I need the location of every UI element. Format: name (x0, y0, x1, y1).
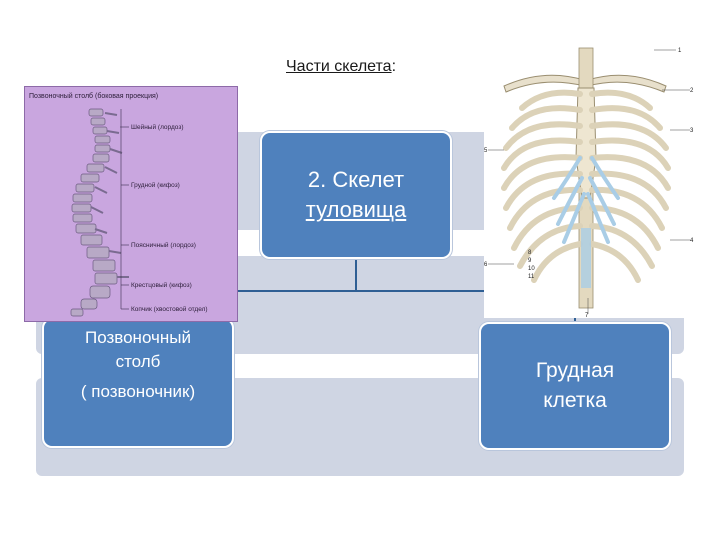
node-trunk-line2: туловища (306, 195, 406, 225)
spine-label-coccyx: Копчик (хвостовой отдел) (131, 305, 208, 313)
node-spinal-line1: Позвоночный (85, 326, 191, 350)
ribcage-svg: 1 2 3 4 5 6 7 8 9 10 11 (484, 28, 696, 318)
spine-label-cervical: Шейный (лордоз) (131, 123, 184, 131)
node-ribcage-line2: клетка (543, 386, 607, 416)
title-link[interactable]: Части скелета (286, 58, 392, 75)
ribcage-callout-9: 9 (528, 258, 532, 264)
spine-svg: Позвоночный столб (боковая проекция) (25, 87, 239, 323)
node-trunk-line1: 2. Скелет (308, 165, 404, 195)
ribcage-callout-7: 7 (585, 313, 589, 318)
slide-title: Части скелета: (286, 58, 396, 76)
connector-vertical (355, 256, 357, 291)
spine-label-lumbar: Поясничный (лордоз) (131, 241, 196, 249)
title-suffix: : (392, 58, 396, 75)
ribcage-callout-6: 6 (484, 262, 488, 268)
node-rib-cage[interactable]: Грудная клетка (479, 322, 671, 450)
ribcage-callout-2: 2 (690, 88, 694, 94)
ribcage-callout-11: 11 (528, 274, 535, 280)
spine-illustration: Позвоночный столб (боковая проекция) (24, 86, 238, 322)
node-trunk-skeleton[interactable]: 2. Скелет туловища (260, 131, 452, 259)
ribcage-illustration: 1 2 3 4 5 6 7 8 9 10 11 (484, 28, 696, 318)
ribcage-callout-1: 1 (678, 48, 682, 54)
ribcage-callout-4: 4 (690, 238, 694, 244)
ribcage-callout-10: 10 (528, 266, 535, 272)
node-spinal-line3: ( позвоночник) (81, 380, 195, 404)
spine-label-sacral: Крестцовый (кифоз) (131, 281, 192, 289)
ribcage-callout-3: 3 (690, 128, 694, 134)
node-spinal-column[interactable]: Позвоночный столб ( позвоночник) (42, 318, 234, 448)
ribcage-callout-5: 5 (484, 148, 488, 154)
node-ribcage-line1: Грудная (536, 356, 614, 386)
node-spinal-line2: столб (116, 350, 161, 374)
spine-label-thoracic: Грудной (кифоз) (131, 181, 180, 189)
spine-header: Позвоночный столб (боковая проекция) (29, 92, 158, 100)
